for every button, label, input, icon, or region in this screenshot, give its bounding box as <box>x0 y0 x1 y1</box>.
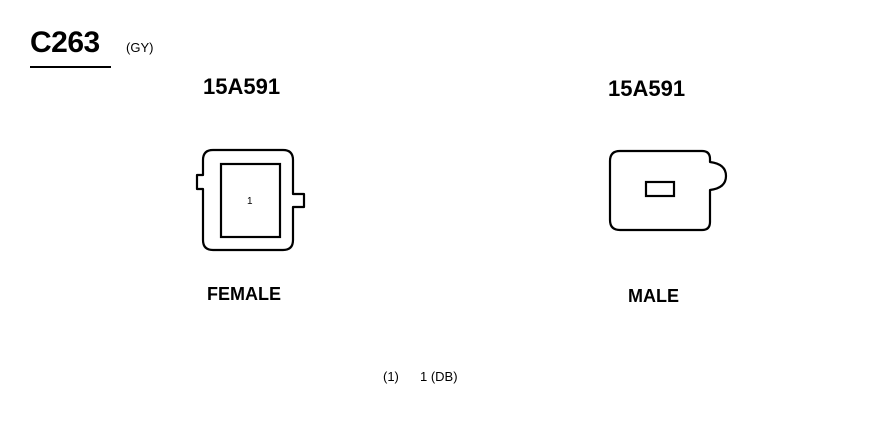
female-cavity-1-label: 1 <box>247 196 253 207</box>
male-connector-housing <box>608 149 728 232</box>
female-connector-housing <box>195 148 306 252</box>
legend-cavity-number: (1) <box>383 369 399 384</box>
female-cavity-1 <box>219 162 282 239</box>
connector-id-underline <box>30 66 111 68</box>
male-label: MALE <box>628 286 679 306</box>
female-label: FEMALE <box>207 284 281 304</box>
female-part-number: 15A591 <box>203 74 281 99</box>
male-terminal-blade <box>644 180 676 198</box>
connector-id: C263 <box>30 26 100 59</box>
male-part-number: 15A591 <box>608 76 686 101</box>
legend-circuit: 1 (DB) <box>420 369 458 384</box>
connector-color-code: (GY) <box>126 40 154 55</box>
